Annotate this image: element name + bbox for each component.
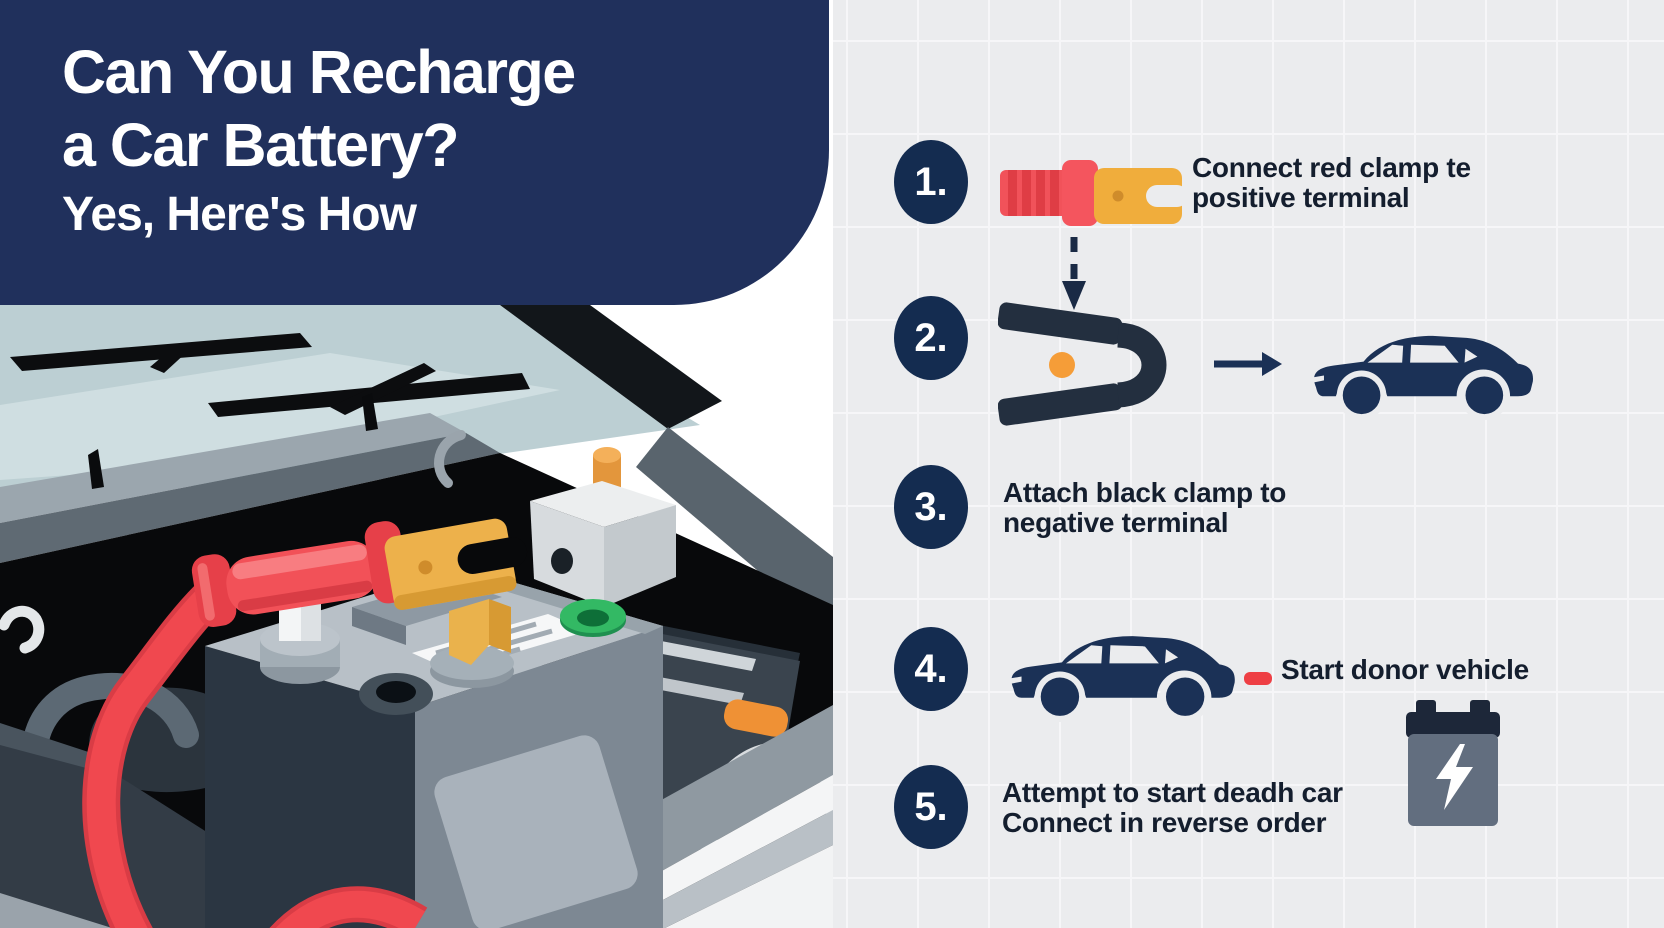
step-1-line-1: Connect red clamp te [1192, 152, 1471, 183]
step-2-number: 2. [914, 315, 948, 360]
step-5-number: 5. [914, 784, 948, 829]
battery-terminal-positive [430, 599, 514, 688]
page-title: Can You Recharge a Car Battery? Yes, Her… [62, 36, 576, 246]
battery-bolt-icon [1406, 700, 1500, 826]
title-line-2: a Car Battery? [62, 111, 459, 179]
down-arrow-icon [1062, 237, 1086, 310]
title-line-1: Can You Recharge [62, 38, 576, 106]
step-1-badge: 1. [894, 140, 968, 224]
red-jumper-clamp-icon [1000, 160, 1188, 226]
step-1-number: 1. [914, 159, 948, 204]
step-5-badge: 5. [894, 765, 968, 849]
step-2-badge: 2. [894, 296, 968, 380]
relay-box [530, 447, 676, 607]
yellow-clamp-fork [384, 518, 528, 611]
car-battery-engine-bay-illustration [0, 305, 833, 928]
step-4-number: 4. [914, 646, 948, 691]
step-4-line-1: Start donor vehicle [1281, 654, 1529, 685]
header: Can You Recharge a Car Battery? Yes, Her… [0, 0, 829, 305]
black-jumper-clamp-icon [998, 302, 1167, 426]
donor-car-icon [1009, 636, 1235, 722]
red-dash-icon [1244, 672, 1272, 685]
battery-indicator [560, 599, 626, 637]
red-jumper-cable [82, 580, 428, 928]
steps-panel [833, 0, 1664, 928]
step-4-text: Start donor vehicle [1281, 655, 1529, 685]
step-3-number: 3. [914, 484, 948, 529]
cable-hook-icon [434, 430, 466, 488]
step-3-line-2: negative terminal [1003, 507, 1229, 538]
cable-hook-icon [0, 605, 45, 654]
step-3-badge: 3. [894, 465, 968, 549]
step-5-line-2: Connect in reverse order [1002, 807, 1327, 838]
car-icon [1312, 335, 1533, 421]
step-5-text: Attempt to start deadh car Connect in re… [1002, 778, 1343, 838]
right-arrow-icon [1214, 352, 1282, 376]
red-clamp-handle [191, 521, 409, 627]
step-3-text: Attach black clamp to negative terminal [1003, 478, 1286, 538]
step-1-line-2: positive terminal [1192, 182, 1410, 213]
car-battery [205, 567, 663, 928]
step-4-badge: 4. [894, 627, 968, 711]
title-line-3: Yes, Here's How [62, 188, 417, 241]
step-3-line-1: Attach black clamp to [1003, 477, 1287, 508]
step-5-line-1: Attempt to start deadh car [1002, 777, 1343, 808]
step-1-text: Connect red clamp te positive terminal [1192, 153, 1471, 213]
